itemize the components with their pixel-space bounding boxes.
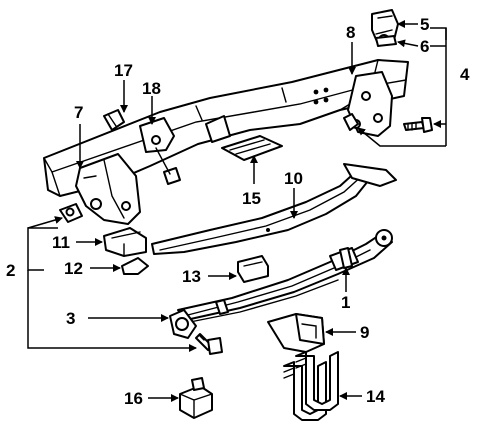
frame-bushing-17: [103, 109, 125, 131]
u-bolts: [283, 351, 339, 421]
callout-6: 6: [420, 37, 429, 56]
callout-13: 13: [182, 267, 201, 286]
axle-spacer-block: [267, 313, 325, 353]
shackle-bolt: [343, 113, 433, 133]
jounce-bumper: [179, 377, 213, 419]
callout-15: 15: [242, 189, 261, 208]
callout-4: 4: [460, 65, 470, 84]
spring-spacer: [237, 255, 269, 283]
callout-16: 16: [124, 389, 143, 408]
callout-14: 14: [366, 387, 385, 406]
callout-8: 8: [346, 23, 355, 42]
frame-spring-pad: [205, 115, 283, 161]
callout-17: 17: [114, 61, 133, 80]
callout-3: 3: [66, 309, 75, 328]
spring-bracket-11: [103, 227, 147, 257]
callout-numbers: 1 2 3 4 5 6 7 8 9 10 11 12 13 14 15 16 1…: [6, 15, 470, 408]
spring-eye-bolt: [195, 333, 223, 355]
shackle: [371, 9, 399, 47]
rear-shackle-bracket: [347, 71, 393, 137]
callout-11: 11: [52, 233, 70, 252]
callout-12: 12: [64, 259, 83, 278]
spring-pad-12: [121, 257, 149, 275]
callout-7: 7: [74, 103, 83, 122]
bracket-bolt-2: [59, 203, 83, 223]
callout-18: 18: [142, 79, 161, 98]
bumper-bracket-18: [139, 117, 181, 185]
leader-lines: [27, 20, 447, 402]
callout-2: 2: [6, 261, 15, 280]
callout-5: 5: [420, 15, 429, 34]
callout-10: 10: [284, 169, 303, 188]
callout-1: 1: [341, 293, 350, 312]
front-spring-hanger: [75, 153, 141, 225]
callout-9: 9: [360, 323, 369, 342]
main-leaf-spring: [169, 229, 393, 339]
auxiliary-leaf-spring: [151, 163, 397, 255]
